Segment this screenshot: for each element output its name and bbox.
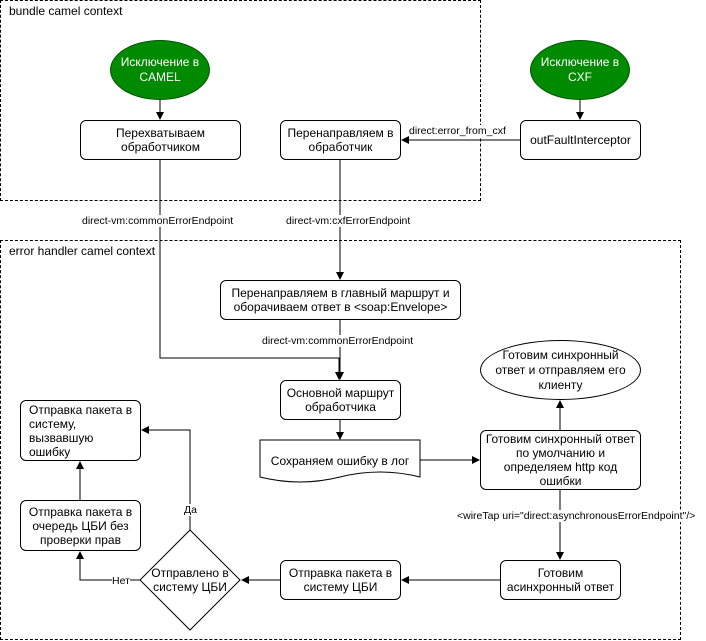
redirect-main-route-node: Перенаправляем в главный маршрут и обора…: [220, 280, 461, 320]
decision-diamond: [139, 529, 241, 631]
send-queue-no-check-text: Отправка пакета в очередь ЦБИ без провер…: [28, 504, 133, 547]
send-to-error-system-text: Отправка пакета в систему, вызвавшую оши…: [29, 402, 133, 459]
prepare-async-text: Готовим асинхронный ответ: [506, 566, 615, 594]
send-to-cbi-text: Отправка пакета в систему ЦБИ: [288, 566, 393, 594]
bundle-camel-context: bundle camel context: [0, 0, 481, 201]
sent-to-cbi-decision-text: Отправлено в систему ЦБИ: [151, 566, 229, 594]
edge-decision-yes: [141, 426, 191, 530]
label-common-error-endpoint-1: direct-vm:commonErrorEndpoint: [82, 215, 234, 227]
edge-decision-no: [76, 551, 140, 581]
error-handler-context-title: error handler camel context: [9, 244, 156, 258]
save-error-log-text: Сохраняем ошибку в лог: [270, 454, 410, 468]
exception-camel-start: Исключение в CAMEL: [110, 40, 210, 100]
label-yes: Да: [184, 504, 197, 516]
label-wiretap: <wireTap uri="direct:asynchronousErrorEn…: [457, 510, 696, 522]
prepare-sync-send-text: Готовим синхронный ответ и отправляем ег…: [495, 347, 626, 392]
redirect-handler-node: Перенаправляем в обработчик: [280, 120, 401, 160]
intercept-handler-node: Перехватываем обработчиком: [80, 120, 241, 160]
exception-cxf-start: Исключение в CXF: [530, 40, 630, 100]
main-handler-route-text: Основной маршрут обработчика: [286, 386, 395, 414]
redirect-handler-text: Перенаправляем в обработчик: [287, 126, 394, 154]
out-fault-interceptor-text: outFaultInterceptor: [530, 133, 631, 147]
edge-intercept-to-main-handler: [159, 160, 343, 380]
send-to-cbi-node: Отправка пакета в систему ЦБИ: [280, 560, 401, 600]
prepare-sync-send-node: Готовим синхронный ответ и отправляем ег…: [480, 340, 641, 400]
send-queue-no-check-node: Отправка пакета в очередь ЦБИ без провер…: [20, 500, 141, 551]
redirect-main-route-text: Перенаправляем в главный маршрут и обора…: [231, 286, 450, 314]
save-error-log-node: [259, 439, 421, 483]
exception-cxf-text: Исключение в CXF: [540, 55, 620, 84]
send-to-error-system-node: Отправка пакета в систему, вызвавшую оши…: [20, 400, 141, 461]
prepare-sync-http-node: Готовим синхронный ответ по умолчанию и …: [480, 430, 641, 490]
prepare-async-node: Готовим асинхронный ответ: [500, 560, 621, 600]
label-common-error-endpoint-2: direct-vm:commonErrorEndpoint: [262, 335, 414, 347]
label-error-from-cxf: direct:error_from_cxf: [409, 125, 506, 137]
save-error-log-label: Сохраняем ошибку в лог: [260, 446, 420, 476]
sent-to-cbi-decision-label: Отправлено в систему ЦБИ: [140, 560, 240, 600]
label-cxf-error-endpoint: direct-vm:cxfErrorEndpoint: [286, 215, 411, 227]
intercept-handler-text: Перехватываем обработчиком: [116, 126, 205, 154]
main-handler-route-node: Основной маршрут обработчика: [280, 380, 401, 420]
bundle-context-title: bundle camel context: [9, 4, 123, 18]
exception-camel-text: Исключение в CAMEL: [120, 55, 200, 84]
out-fault-interceptor-node: outFaultInterceptor: [520, 120, 641, 160]
prepare-sync-http-text: Готовим синхронный ответ по умолчанию и …: [485, 432, 636, 488]
label-no: Нет: [112, 575, 130, 587]
